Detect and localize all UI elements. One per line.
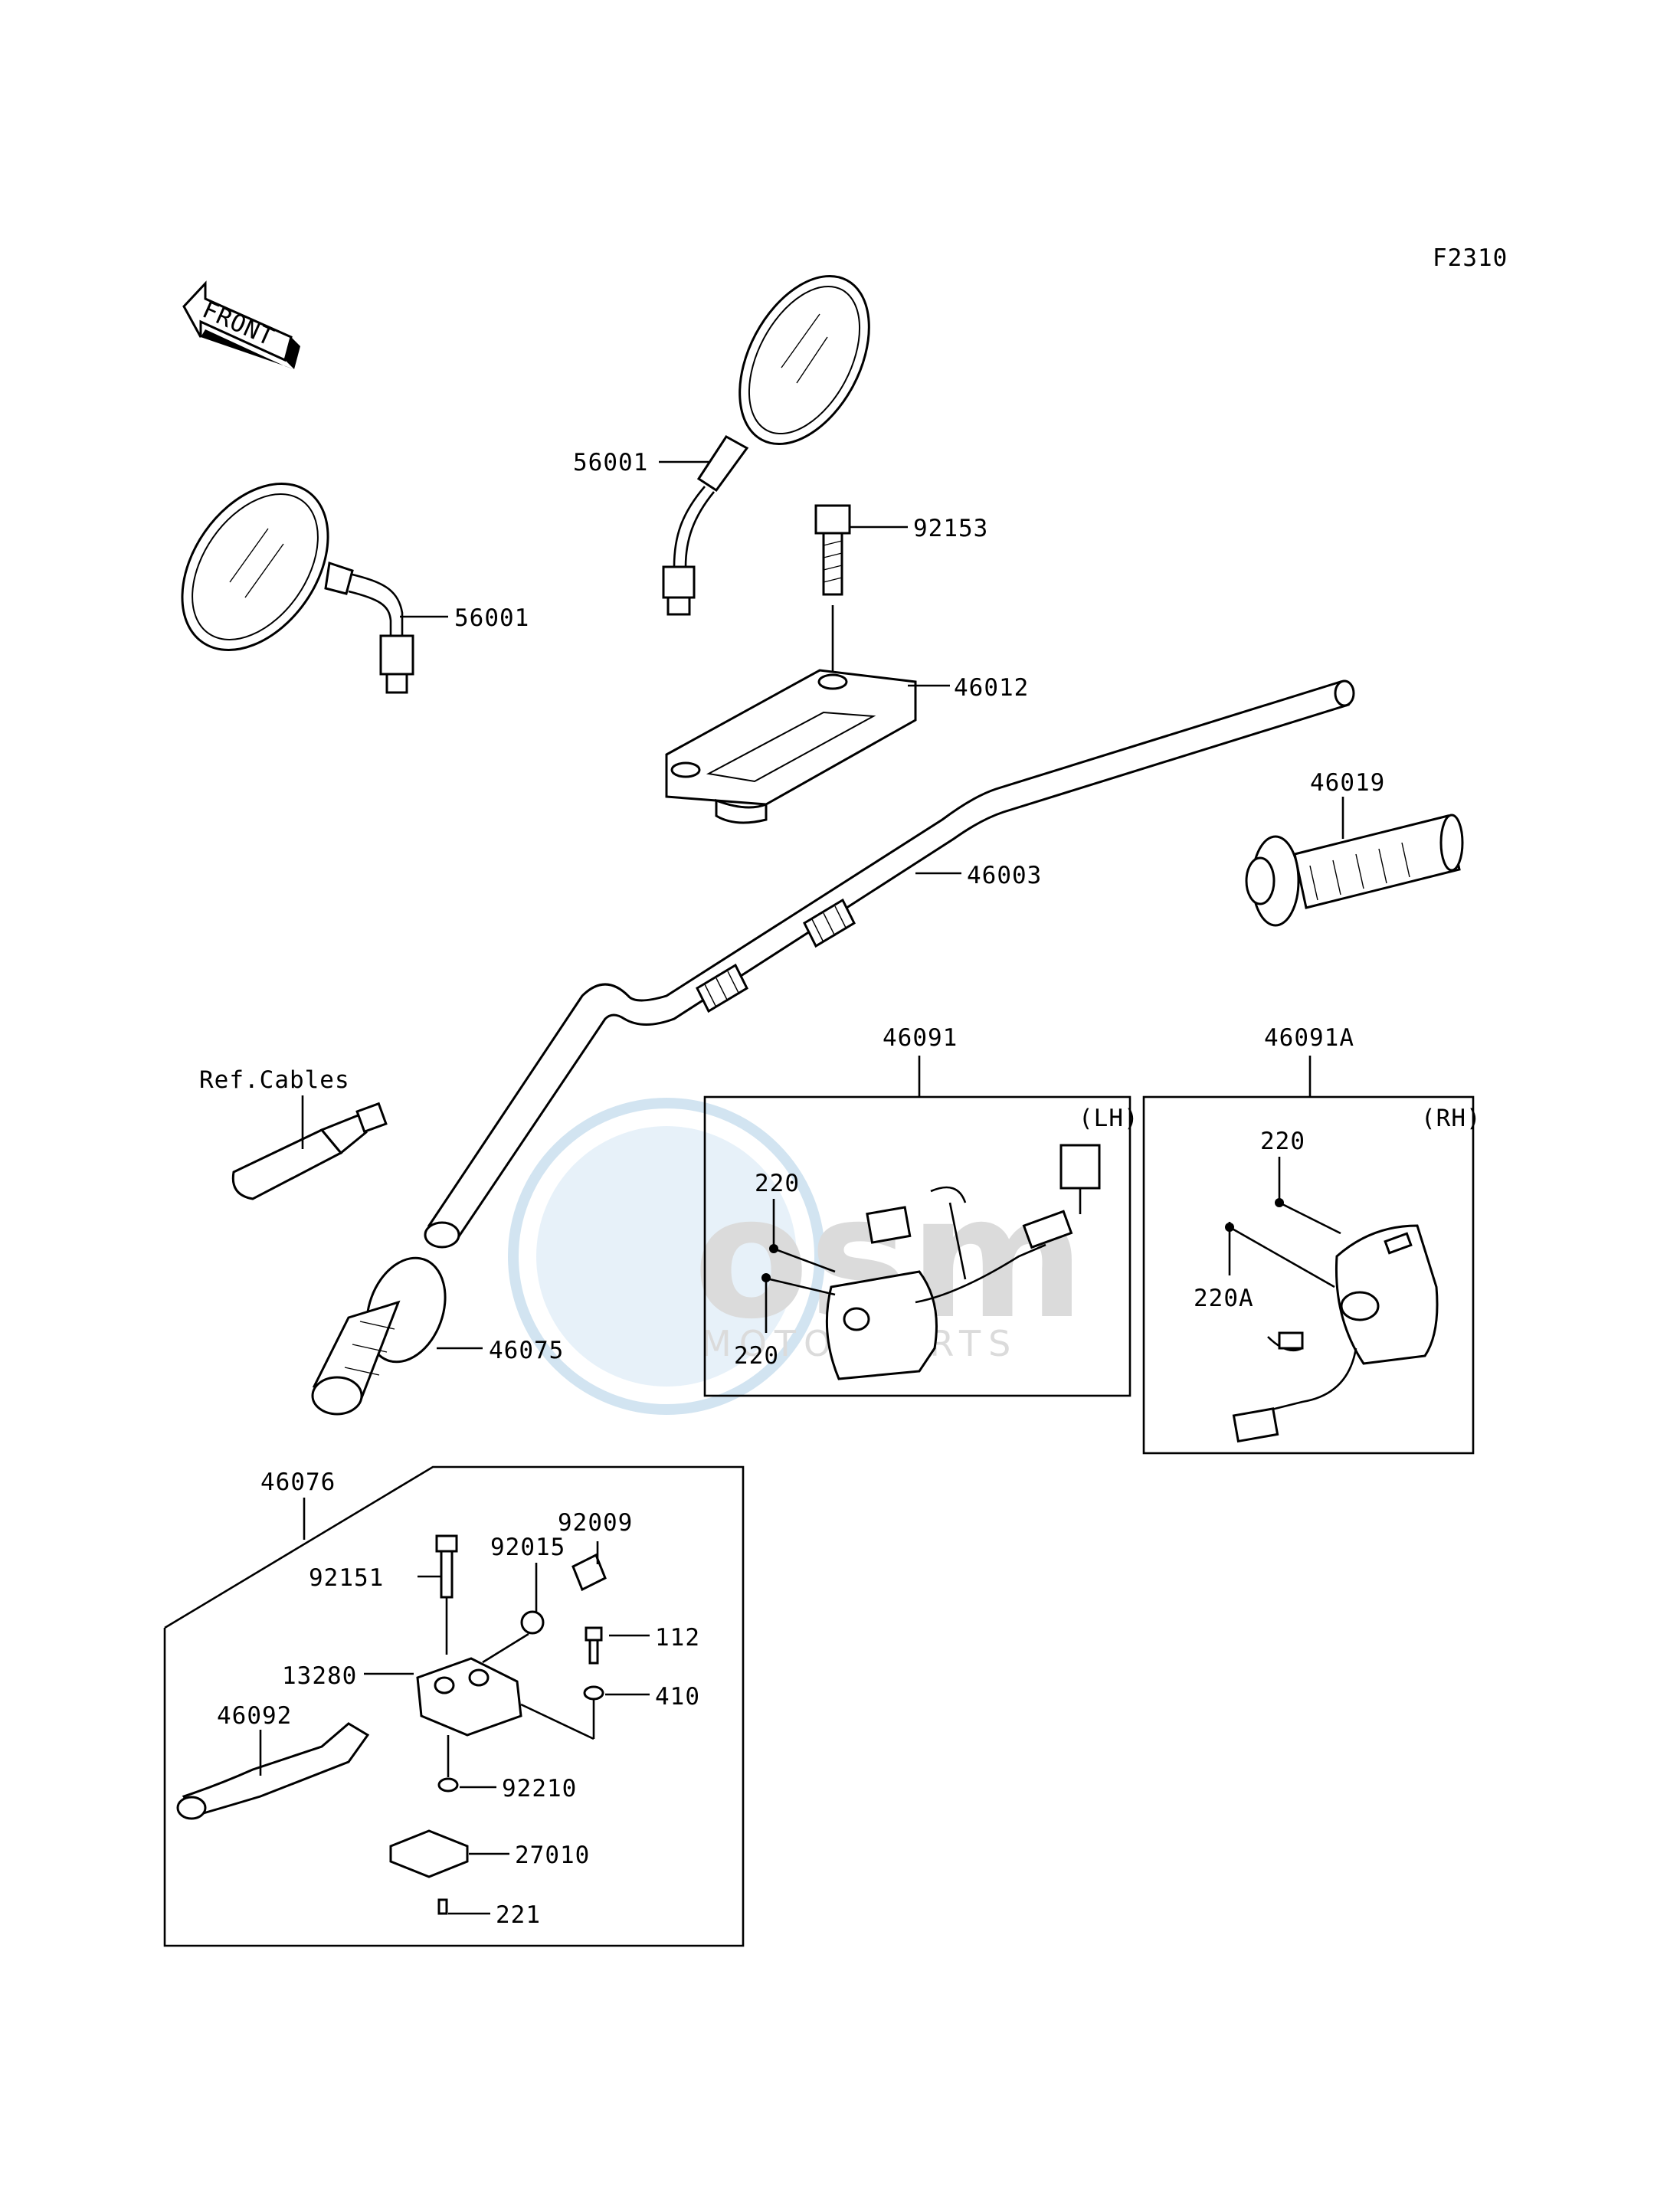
left-grip-46075 xyxy=(311,1256,447,1416)
ref-cables-part xyxy=(231,1102,388,1200)
label-46003: 46003 xyxy=(967,862,1042,889)
label-56001-lower: 56001 xyxy=(454,604,529,632)
handlebar-46003 xyxy=(424,679,1355,1249)
mirror-left xyxy=(181,483,414,694)
label-46012: 46012 xyxy=(954,674,1029,702)
figure-code: F2310 xyxy=(1433,244,1508,272)
label-92151: 92151 xyxy=(309,1564,384,1592)
label-92153: 92153 xyxy=(913,515,988,542)
label-92009: 92009 xyxy=(558,1509,633,1537)
mirror-right xyxy=(662,274,870,616)
label-46019: 46019 xyxy=(1310,769,1385,797)
switch-lh-box xyxy=(703,1095,1131,1397)
label-46092: 46092 xyxy=(217,1702,292,1730)
switch-rh-box xyxy=(1142,1095,1475,1455)
watermark: osm MOTORPARTS xyxy=(508,1098,1085,1415)
label-rh-tag: (RH) xyxy=(1421,1105,1482,1132)
label-46091A: 46091A xyxy=(1264,1024,1354,1052)
label-lh-220-bottom: 220 xyxy=(734,1342,779,1370)
label-27010: 27010 xyxy=(515,1842,590,1869)
label-rh-220A: 220A xyxy=(1194,1285,1254,1312)
label-56001-upper: 56001 xyxy=(573,449,648,476)
front-arrow-icon: FRONT xyxy=(182,280,300,369)
switch-lh-46091 xyxy=(761,1144,1101,1380)
throttle-grip-46019 xyxy=(1245,814,1464,927)
lever-assembly-46076 xyxy=(176,1534,607,1915)
label-rh-220: 220 xyxy=(1260,1128,1305,1155)
label-lh-tag: (LH) xyxy=(1079,1105,1139,1132)
label-lh-220-top: 220 xyxy=(755,1170,800,1197)
lever-assembly-box xyxy=(163,1465,745,1947)
label-92210: 92210 xyxy=(502,1775,577,1802)
front-label: FRONT xyxy=(198,296,278,352)
leader-lines xyxy=(259,460,1344,1915)
bolt-92153 xyxy=(814,504,851,674)
handlebar-holder-46012 xyxy=(665,669,917,824)
label-46076: 46076 xyxy=(260,1468,336,1496)
label-46091: 46091 xyxy=(883,1024,958,1052)
switch-rh-46091A xyxy=(1225,1198,1439,1443)
label-112: 112 xyxy=(655,1624,700,1652)
label-ref-cables: Ref.Cables xyxy=(199,1066,350,1094)
label-13280: 13280 xyxy=(282,1662,357,1690)
label-410: 410 xyxy=(655,1683,700,1711)
label-92015: 92015 xyxy=(490,1534,565,1561)
label-46075: 46075 xyxy=(489,1337,564,1364)
label-221: 221 xyxy=(496,1901,541,1929)
